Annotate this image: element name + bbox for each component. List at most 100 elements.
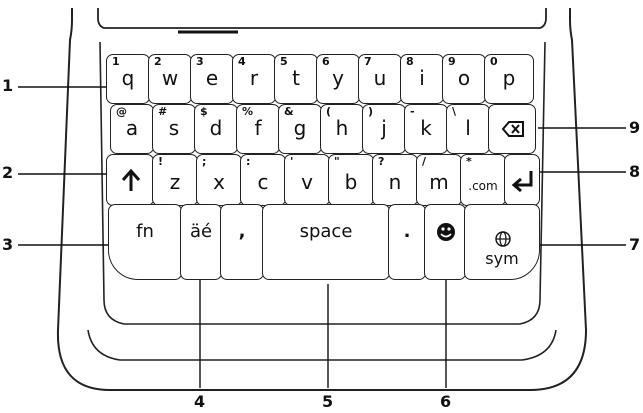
- key-a[interactable]: @ a: [110, 104, 154, 154]
- key-primary: u: [373, 66, 387, 90]
- key-label: fn: [136, 220, 154, 242]
- key-t[interactable]: 5 t: [274, 54, 318, 104]
- key-primary: m: [429, 170, 449, 194]
- key-i[interactable]: 8 i: [400, 54, 444, 104]
- key-secondary: /: [422, 155, 427, 168]
- key-j[interactable]: ) j: [362, 104, 406, 154]
- key-primary: .com: [468, 179, 498, 193]
- globe-icon: [495, 231, 511, 247]
- callout-7: 7: [629, 235, 641, 254]
- key-primary: t: [292, 66, 300, 90]
- key-secondary: 4: [238, 55, 246, 68]
- shift-arrow-icon: [121, 168, 141, 191]
- key-label: space: [299, 220, 353, 242]
- key-secondary: \: [452, 105, 457, 118]
- key-fn[interactable]: fn: [108, 204, 182, 280]
- key-primary: a: [125, 116, 139, 140]
- key-primary: g: [293, 116, 307, 140]
- key-primary: l: [465, 116, 471, 140]
- key-secondary: 5: [280, 55, 288, 68]
- key-comma[interactable]: ,: [220, 204, 264, 280]
- key-shift[interactable]: [106, 154, 154, 206]
- key-period[interactable]: .: [388, 204, 426, 280]
- key-e[interactable]: 3 e: [190, 54, 234, 104]
- callout-5: 5: [322, 392, 334, 411]
- key-secondary: ': [290, 155, 294, 168]
- key-w[interactable]: 2 w: [148, 54, 192, 104]
- key-primary: z: [169, 170, 181, 194]
- key-l[interactable]: \ l: [446, 104, 490, 154]
- callout-9: 9: [629, 118, 641, 137]
- key-primary: s: [168, 116, 180, 140]
- callout-4: 4: [194, 392, 206, 411]
- key-primary: k: [420, 116, 432, 140]
- key-secondary: ?: [378, 155, 385, 168]
- enter-icon: [511, 171, 533, 193]
- backspace-icon: [501, 121, 524, 137]
- key-b[interactable]: " b: [328, 154, 374, 206]
- key-secondary: &: [284, 105, 294, 118]
- key-primary: h: [335, 116, 349, 140]
- key-secondary: 8: [406, 55, 414, 68]
- key-secondary: #: [158, 105, 168, 118]
- key-secondary: $: [200, 105, 208, 118]
- key-sym[interactable]: sym: [464, 204, 540, 280]
- key-primary: o: [457, 66, 471, 90]
- key-dotcom[interactable]: * .com: [460, 154, 506, 206]
- key-q[interactable]: 1 q: [106, 54, 150, 104]
- callout-8: 8: [629, 162, 641, 181]
- key-primary: b: [344, 170, 358, 194]
- key-primary: p: [502, 66, 516, 90]
- key-secondary: @: [116, 105, 127, 118]
- key-space[interactable]: space: [262, 204, 390, 280]
- callout-1: 1: [2, 76, 14, 95]
- key-x[interactable]: ; x: [196, 154, 242, 206]
- key-enter[interactable]: [504, 154, 540, 206]
- key-k[interactable]: - k: [404, 104, 448, 154]
- key-f[interactable]: % f: [236, 104, 280, 154]
- key-label: sym: [485, 249, 519, 268]
- key-primary: i: [419, 66, 425, 90]
- key-secondary: %: [242, 105, 254, 118]
- key-secondary: 9: [448, 55, 456, 68]
- key-primary: w: [161, 66, 179, 90]
- key-d[interactable]: $ d: [194, 104, 238, 154]
- key-o[interactable]: 9 o: [442, 54, 486, 104]
- key-backspace[interactable]: [488, 104, 536, 154]
- key-primary: v: [301, 170, 313, 194]
- key-secondary: 0: [490, 55, 498, 68]
- key-primary: r: [249, 66, 259, 90]
- callout-2: 2: [2, 163, 14, 182]
- key-primary: c: [257, 170, 269, 194]
- key-label: .: [403, 220, 411, 242]
- key-accent[interactable]: äé: [180, 204, 222, 280]
- key-primary: j: [381, 116, 387, 140]
- key-secondary: :: [246, 155, 251, 168]
- key-primary: e: [205, 66, 219, 90]
- key-secondary: ": [334, 155, 340, 168]
- key-secondary: ;: [202, 155, 207, 168]
- key-c[interactable]: : c: [240, 154, 286, 206]
- key-u[interactable]: 7 u: [358, 54, 402, 104]
- key-emoticon[interactable]: [424, 204, 466, 280]
- key-secondary: 6: [322, 55, 330, 68]
- key-v[interactable]: ' v: [284, 154, 330, 206]
- key-secondary: *: [466, 155, 472, 168]
- key-h[interactable]: ( h: [320, 104, 364, 154]
- key-n[interactable]: ? n: [372, 154, 418, 206]
- key-primary: f: [254, 116, 262, 140]
- key-g[interactable]: & g: [278, 104, 322, 154]
- key-r[interactable]: 4 r: [232, 54, 276, 104]
- key-secondary: 2: [154, 55, 162, 68]
- callout-6: 6: [440, 392, 452, 411]
- key-primary: d: [209, 116, 223, 140]
- key-s[interactable]: # s: [152, 104, 196, 154]
- key-secondary: 1: [112, 55, 120, 68]
- key-secondary: (: [326, 105, 332, 118]
- key-y[interactable]: 6 y: [316, 54, 360, 104]
- key-m[interactable]: / m: [416, 154, 462, 206]
- key-z[interactable]: ! z: [152, 154, 198, 206]
- key-p[interactable]: 0 p: [484, 54, 534, 104]
